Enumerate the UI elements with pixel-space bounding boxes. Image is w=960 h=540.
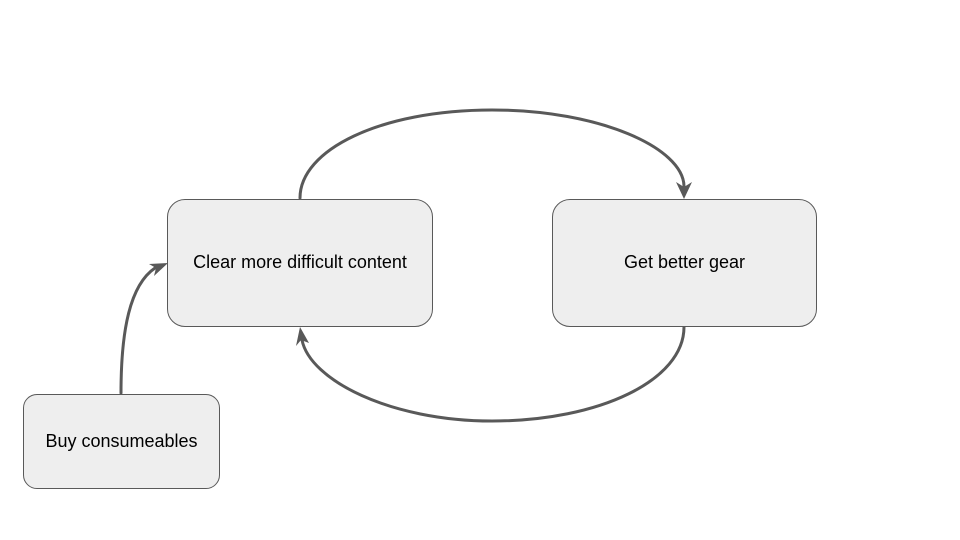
edge-buy-to-clear-arrowhead — [149, 263, 168, 276]
edge-clear-to-gear-arrowhead — [676, 182, 692, 199]
edge-clear-to-gear-line — [298, 108, 686, 200]
edge-buy-to-clear-line — [119, 266, 157, 395]
edge-gear-to-clear-line — [300, 325, 686, 423]
edge-gear-to-clear — [296, 325, 686, 423]
node-clear-difficult-content[interactable]: Clear more difficult content — [167, 199, 433, 327]
node-get-better-gear-label: Get better gear — [623, 252, 746, 273]
node-buy-consumeables-label: Buy consumeables — [45, 430, 198, 451]
edge-gear-to-clear-arrowhead — [296, 327, 309, 346]
edge-clear-to-gear — [298, 108, 692, 200]
node-get-better-gear[interactable]: Get better gear — [552, 199, 817, 327]
node-clear-difficult-content-label: Clear more difficult content — [193, 252, 407, 273]
edge-buy-to-clear — [119, 263, 168, 395]
node-buy-consumeables[interactable]: Buy consumeables — [23, 394, 220, 489]
